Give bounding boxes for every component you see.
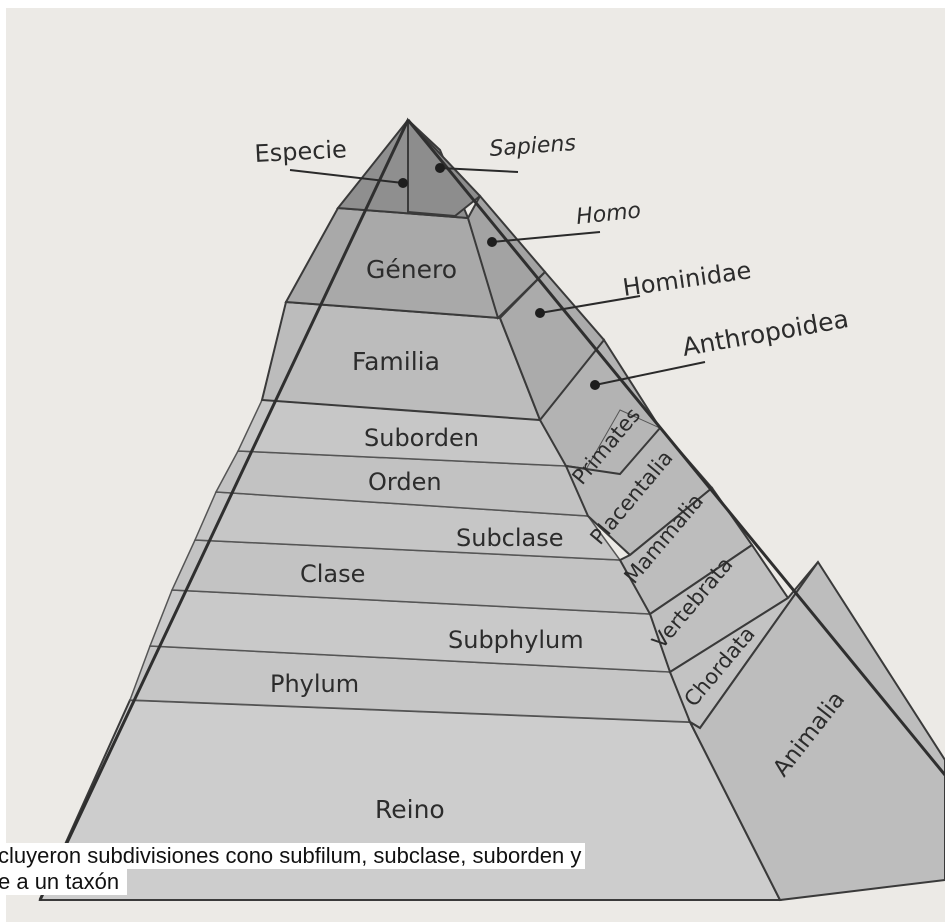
dot-hominidae (535, 308, 545, 318)
level-label-genero: Género (366, 255, 457, 284)
left-white-margin (0, 0, 6, 922)
top-white-margin (0, 0, 945, 8)
pyramid-right-edge (406, 119, 945, 776)
level-label-familia: Familia (352, 347, 440, 376)
leader-especie (289, 169, 404, 184)
leader-homo (491, 231, 601, 243)
dot-homo (487, 237, 497, 247)
dot-sapiens (435, 163, 445, 173)
taxon-band-homo (466, 194, 547, 320)
level-label-phylum: Phylum (270, 670, 359, 698)
dot-especie (398, 178, 408, 188)
level-label-especie: Especie (254, 135, 348, 168)
dot-anthropoidea (590, 380, 600, 390)
pyramid-left-edge (38, 119, 410, 901)
level-label-subclase: Subclase (456, 524, 564, 552)
taxon-label-sapiens: Sapiens (489, 131, 577, 162)
caption-line-1: cluyeron subdivisiones cono subfilum, su… (0, 843, 586, 869)
level-label-suborden: Suborden (364, 424, 479, 452)
level-label-subphylum: Subphylum (448, 626, 584, 654)
leader-hominidae (539, 295, 641, 314)
level-label-orden: Orden (368, 468, 442, 496)
taxon-band-mammalia (618, 486, 754, 616)
level-label-reino: Reino (375, 795, 445, 824)
level-label-clase: Clase (300, 560, 365, 588)
leader-sapiens (439, 167, 519, 173)
taxon-band-animalia (687, 560, 945, 902)
leader-anthropoidea (594, 361, 706, 386)
caption-line-2: e a un taxón (0, 869, 128, 895)
